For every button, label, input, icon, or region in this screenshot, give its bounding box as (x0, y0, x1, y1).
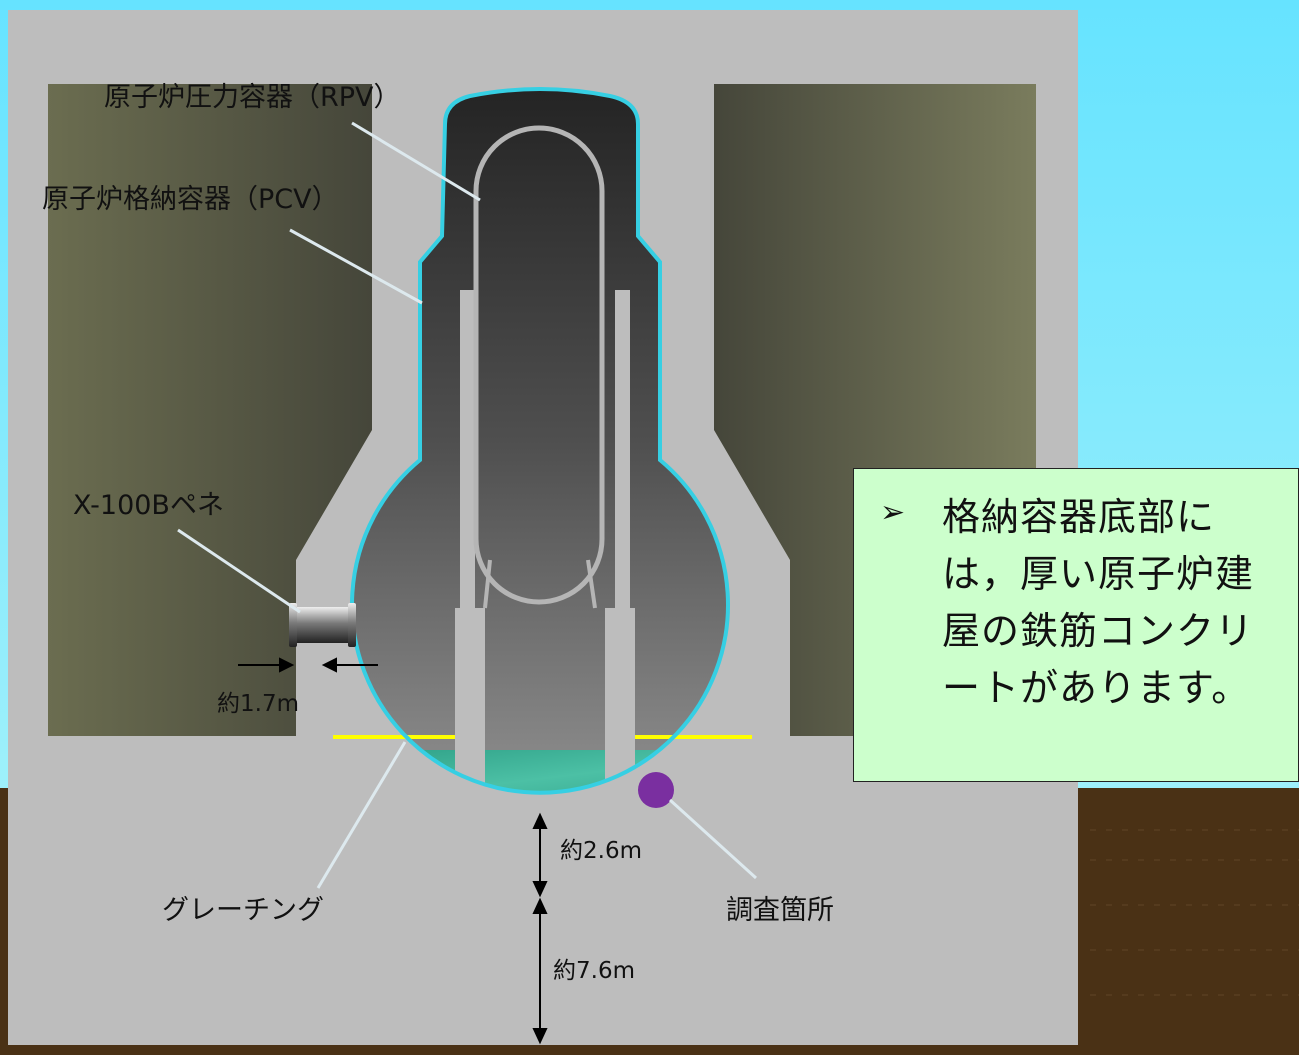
bullet-arrow-icon: ➢ (880, 495, 906, 530)
penetration-label: X-100Bペネ (73, 490, 224, 521)
ground-texture (1090, 829, 1299, 996)
survey-point-marker (638, 772, 674, 808)
rpv (473, 125, 605, 605)
base-depth-label: 約7.6m (553, 958, 635, 984)
floor-depth-label: 約2.6m (560, 838, 642, 864)
wall-thickness-label: 約1.7m (217, 691, 299, 717)
rpv-leader (351, 121, 481, 202)
penetration-leader (177, 528, 301, 614)
left-block (48, 84, 372, 736)
note-text: 格納容器底部には，厚い原子炉建屋の鉄筋コンクリートがあります。 (942, 495, 1255, 710)
pcv-label: 原子炉格納容器（PCV） (42, 184, 339, 215)
grating-leader (316, 741, 407, 889)
rpv-skirt (483, 559, 597, 609)
pedestal-right (605, 290, 635, 808)
pedestal-left (455, 290, 485, 808)
grating-label: グレーチング (162, 895, 324, 926)
pcv-leader (289, 228, 423, 305)
note-box: ➢ 格納容器底部には，厚い原子炉建屋の鉄筋コンクリートがあります。 (853, 468, 1299, 782)
survey-point-leader (668, 798, 758, 880)
survey-point-label: 調査箇所 (726, 895, 834, 926)
rpv-label: 原子炉圧力容器（RPV） (104, 82, 401, 113)
x100b-penetration (289, 603, 356, 647)
